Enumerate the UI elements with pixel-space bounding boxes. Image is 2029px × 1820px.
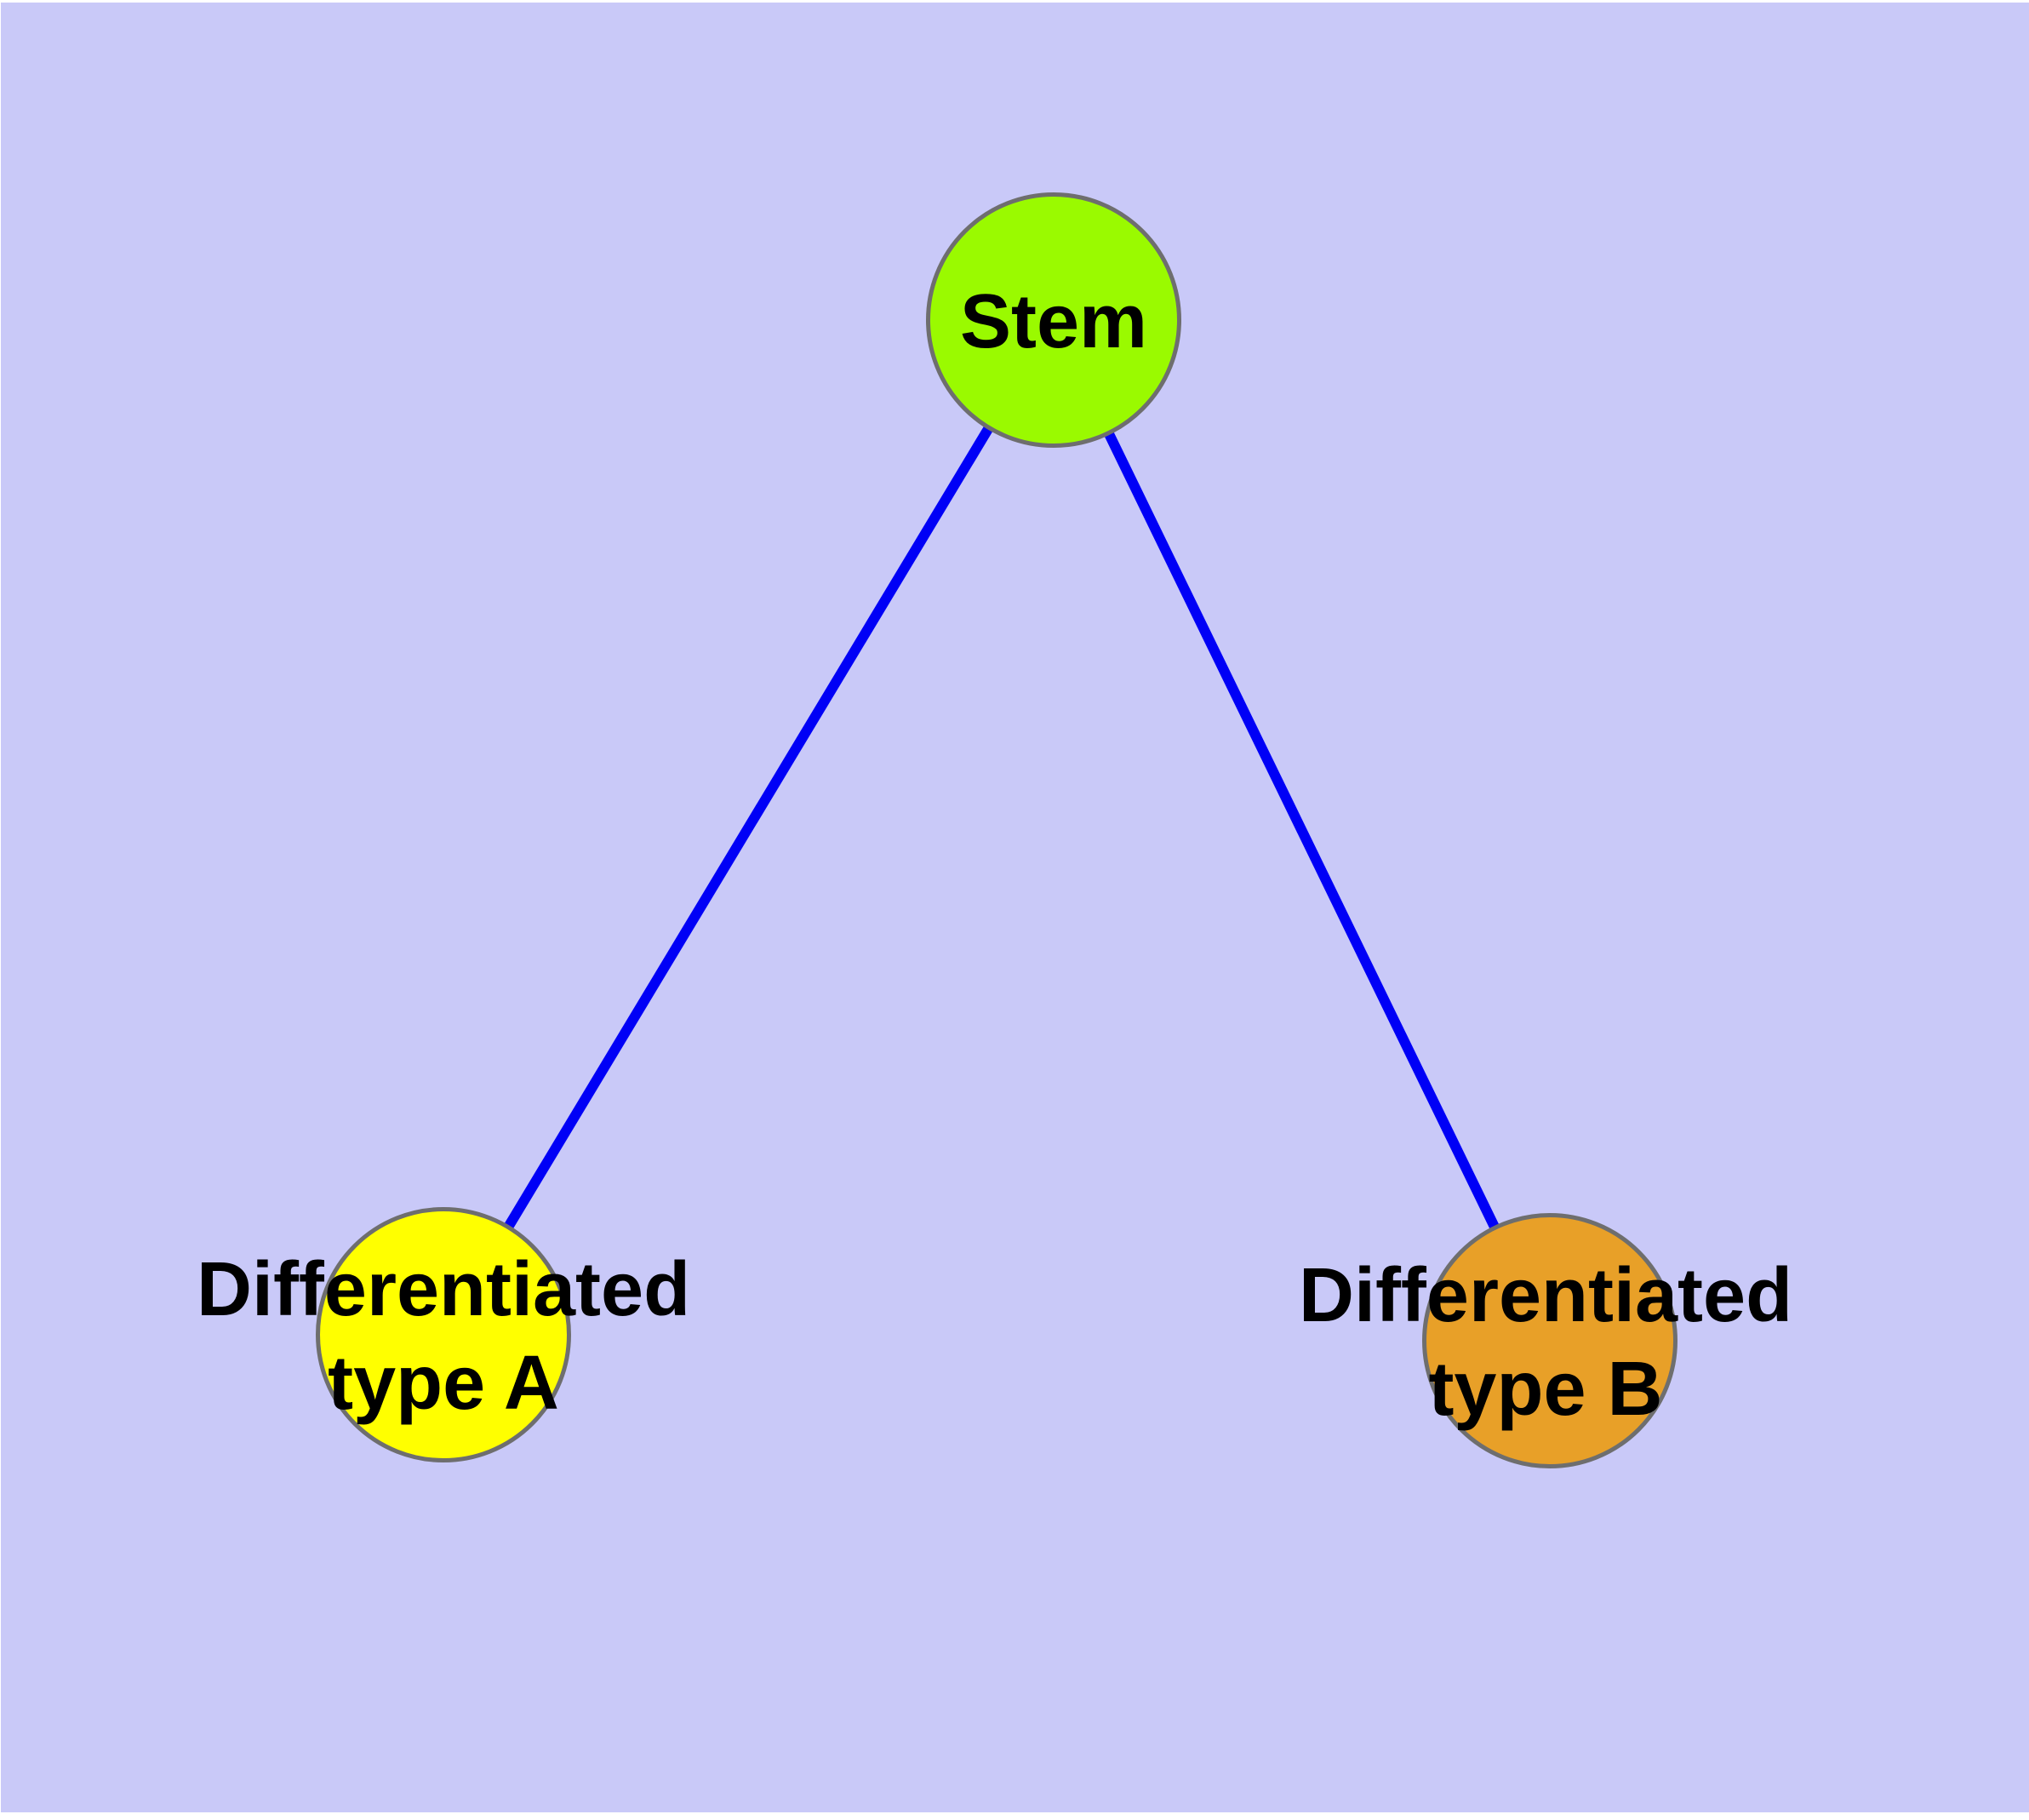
graph-canvas: Stem Differentiated type A Differentiate… (1, 3, 2029, 1812)
node-stem (926, 192, 1181, 448)
edge-stem-to-type-a (438, 317, 1059, 1338)
node-differentiated-type-b (1422, 1213, 1677, 1468)
node-stem-label: Stem (959, 279, 1148, 364)
node-differentiated-type-b-label: Differentiated type B (1298, 1253, 1793, 1432)
node-differentiated-type-a (316, 1207, 571, 1462)
edge-layer (438, 317, 1555, 1343)
node-differentiated-type-a-label: Differentiated type A (196, 1247, 691, 1426)
edge-stem-to-type-b (1049, 318, 1555, 1343)
